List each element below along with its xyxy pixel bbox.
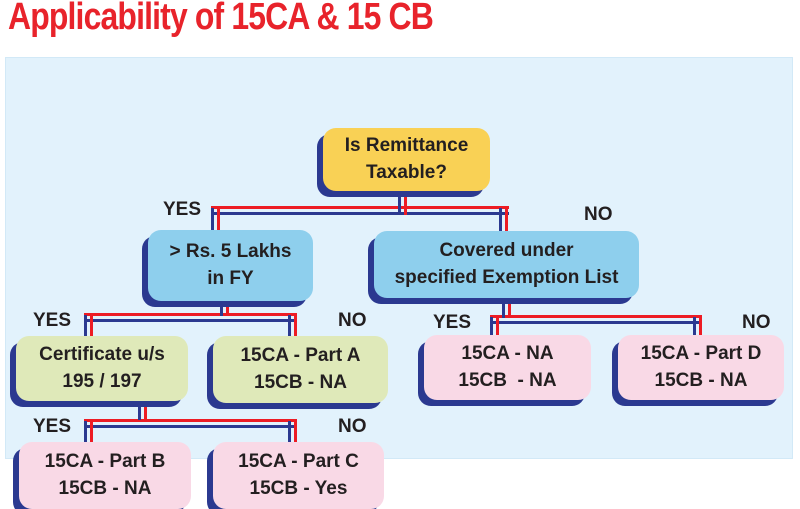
node-five-lakhs-in-fy: > Rs. 5 Lakhs in FY <box>148 230 313 301</box>
node-15ca-part-a: 15CA - Part A 15CB - NA <box>213 336 388 403</box>
connector-certificate-bar <box>84 419 297 428</box>
node-text: specified Exemption List <box>394 266 619 288</box>
node-text: 15CB - NA <box>458 369 557 391</box>
node-15ca-part-b: 15CA - Part B 15CB - NA <box>19 442 191 509</box>
node-is-remittance-taxable: Is Remittance Taxable? <box>323 128 490 191</box>
connector-exemption-drop-yes <box>490 317 499 339</box>
connector-fivelakhs-stem <box>220 299 229 316</box>
node-text: 15CB - NA <box>254 371 347 393</box>
node-text: Certificate u/s <box>39 343 165 365</box>
node-15ca-part-d: 15CA - Part D 15CB - NA <box>618 335 784 400</box>
node-text: 15CB - NA <box>654 369 748 391</box>
node-text: 15CA - NA <box>461 342 554 364</box>
node-text: 15CA - Part C <box>238 450 359 472</box>
branch-label-exemption-no: NO <box>742 312 771 333</box>
branch-label-certificate-no: NO <box>338 416 367 437</box>
node-text: 15CA - Part A <box>240 344 361 366</box>
node-text: Is Remittance <box>344 134 469 156</box>
node-text: Covered under <box>439 239 574 261</box>
connector-certificate-drop-no <box>288 421 297 446</box>
connector-root-bar <box>211 206 509 215</box>
page-title: Applicability of 15CA & 15 CB <box>8 0 434 38</box>
connector-exemption-bar <box>490 315 702 324</box>
node-text: 195 / 197 <box>62 370 142 392</box>
connector-certificate-stem <box>138 399 147 420</box>
flowchart-panel: YES NO YES NO YES NO YES NO Is Remittanc… <box>5 57 793 509</box>
connector-root-stem <box>398 189 407 215</box>
node-text: 15CA - Part D <box>640 342 762 364</box>
connector-fivelakhs-bar <box>84 313 297 322</box>
branch-label-fivelakhs-yes: YES <box>33 310 72 331</box>
node-text: 15CA - Part B <box>44 450 166 472</box>
branch-label-fivelakhs-no: NO <box>338 310 367 331</box>
node-text: 15CB - Yes <box>249 477 348 499</box>
connector-exemption-drop-no <box>693 317 702 339</box>
connector-root-drop-yes <box>211 208 220 234</box>
branch-label-root-no: NO <box>584 204 613 225</box>
node-text: in FY <box>207 267 254 289</box>
branch-label-exemption-yes: YES <box>433 312 472 333</box>
branch-label-root-yes: YES <box>163 199 202 220</box>
connector-certificate-drop-yes <box>84 421 93 446</box>
node-text: 15CB - NA <box>58 477 152 499</box>
node-certificate-us-195-197: Certificate u/s 195 / 197 <box>16 336 188 401</box>
connector-root-drop-no <box>499 208 508 235</box>
connector-fivelakhs-drop-no <box>288 315 297 340</box>
node-text: > Rs. 5 Lakhs <box>169 240 292 262</box>
branch-label-certificate-yes: YES <box>33 416 72 437</box>
node-text: Taxable? <box>366 161 447 183</box>
node-15ca-na: 15CA - NA 15CB - NA <box>424 335 591 400</box>
node-15ca-part-c: 15CA - Part C 15CB - Yes <box>213 442 384 509</box>
node-specified-exemption-list: Covered under specified Exemption List <box>374 231 639 298</box>
connector-fivelakhs-drop-yes <box>84 315 93 340</box>
flowchart-page: Applicability of 15CA & 15 CB YES NO YES… <box>5 0 793 509</box>
connector-exemption-stem <box>502 296 511 318</box>
